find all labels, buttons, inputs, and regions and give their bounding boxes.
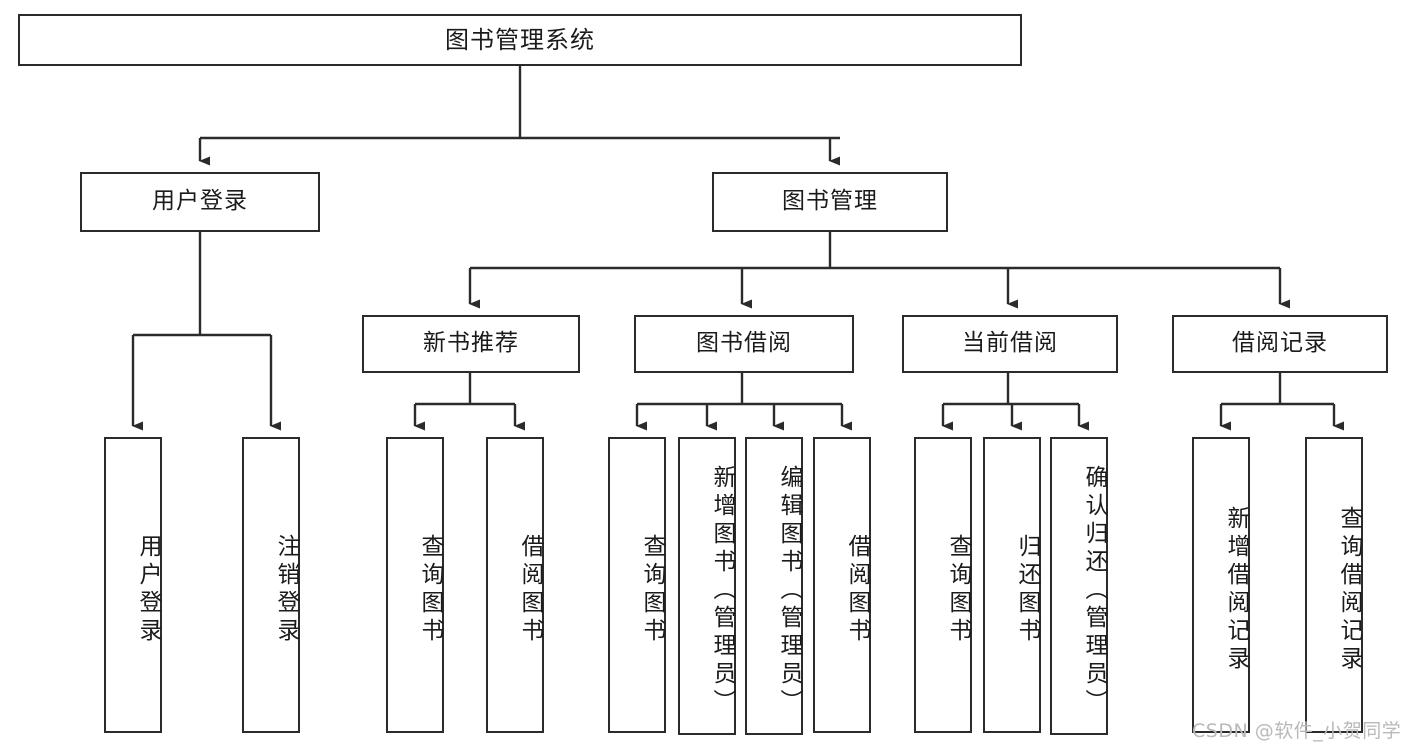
node-leaf-logout[interactable]: 注销登录 [242,437,300,733]
node-borrow-record-label: 借阅记录 [1232,330,1328,357]
node-leaf-query-record-label: 查询借阅记录 [1336,506,1362,674]
node-leaf-query-book-borrow[interactable]: 查询图书 [608,437,666,733]
node-leaf-add-book[interactable]: 新增图书（管理员） [678,437,736,735]
watermark: CSDN @软件_小贺同学 [1192,720,1402,742]
node-leaf-borrow-book[interactable]: 借阅图书 [813,437,871,733]
node-user-login[interactable]: 用户登录 [80,172,320,232]
node-leaf-borrow-book-rec-label: 借阅图书 [517,534,543,646]
node-user-login-label: 用户登录 [152,188,248,215]
node-new-book-recommend-label: 新书推荐 [423,330,519,357]
node-leaf-query-record[interactable]: 查询借阅记录 [1305,437,1363,733]
node-book-borrow[interactable]: 图书借阅 [634,315,854,373]
node-leaf-logout-label: 注销登录 [273,534,299,646]
node-leaf-query-book-cur-label: 查询图书 [945,534,971,646]
node-new-book-recommend[interactable]: 新书推荐 [362,315,580,373]
node-leaf-edit-book[interactable]: 编辑图书（管理员） [745,437,803,735]
node-leaf-confirm-return-label: 确认归还（管理员） [1081,465,1107,717]
node-leaf-query-book-rec-label: 查询图书 [417,534,443,646]
node-leaf-return-book[interactable]: 归还图书 [983,437,1041,733]
node-current-borrow[interactable]: 当前借阅 [902,315,1118,373]
node-book-borrow-label: 图书借阅 [696,330,792,357]
node-leaf-return-book-label: 归还图书 [1014,534,1040,646]
node-leaf-borrow-book-rec[interactable]: 借阅图书 [486,437,544,733]
node-leaf-add-book-label: 新增图书（管理员） [709,465,735,717]
node-leaf-query-book-rec[interactable]: 查询图书 [386,437,444,733]
node-leaf-edit-book-label: 编辑图书（管理员） [776,465,802,717]
node-leaf-add-record-label: 新增借阅记录 [1223,506,1249,674]
node-leaf-query-book-borrow-label: 查询图书 [639,534,665,646]
node-borrow-record[interactable]: 借阅记录 [1172,315,1388,373]
node-root-label: 图书管理系统 [445,25,595,54]
node-leaf-borrow-book-label: 借阅图书 [844,534,870,646]
node-leaf-query-book-cur[interactable]: 查询图书 [914,437,972,733]
node-leaf-confirm-return[interactable]: 确认归还（管理员） [1050,437,1108,735]
node-leaf-user-login[interactable]: 用户登录 [104,437,162,733]
node-current-borrow-label: 当前借阅 [962,330,1058,357]
node-leaf-user-login-label: 用户登录 [135,534,161,646]
node-leaf-add-record[interactable]: 新增借阅记录 [1192,437,1250,733]
node-book-manage-label: 图书管理 [782,188,878,215]
node-root[interactable]: 图书管理系统 [18,14,1022,66]
node-book-manage[interactable]: 图书管理 [712,172,948,232]
